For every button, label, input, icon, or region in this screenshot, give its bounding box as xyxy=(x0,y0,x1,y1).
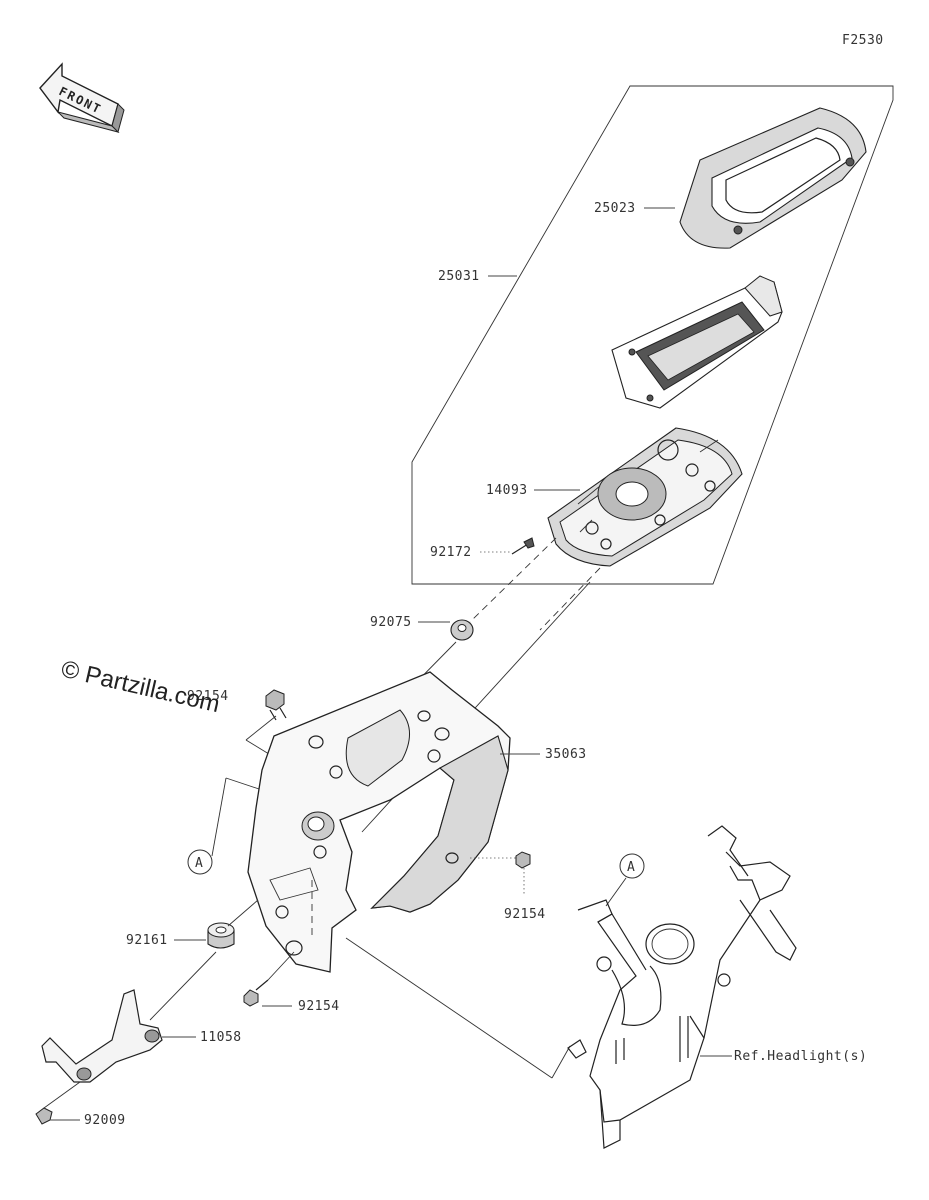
label-35063: 35063 xyxy=(545,747,587,762)
screw-92009 xyxy=(35,1107,53,1125)
label-14093: 14093 xyxy=(486,483,528,498)
bracket-11058 xyxy=(41,989,163,1083)
label-25031: 25031 xyxy=(438,269,480,284)
diagram-code: F2530 xyxy=(842,33,884,48)
label-92154-right: 92154 xyxy=(504,907,546,922)
label-25023: 25023 xyxy=(594,201,636,216)
label-92154-lower: 92154 xyxy=(298,999,340,1014)
label-92154-top: 92154 xyxy=(187,689,229,704)
label-92172: 92172 xyxy=(430,545,472,560)
bolt-92154-right xyxy=(515,851,531,869)
watermark: © Partzilla.com xyxy=(59,656,223,719)
damper-92161 xyxy=(207,922,235,949)
label-92075: 92075 xyxy=(370,615,412,630)
ref-marker-a-left: A xyxy=(187,849,213,875)
bracket-35063 xyxy=(247,671,511,973)
bolt-92154-top xyxy=(265,689,287,721)
svg-text:A: A xyxy=(195,856,203,871)
meter-cover-25023 xyxy=(679,107,867,249)
headlight-frame xyxy=(567,825,797,1149)
label-92161: 92161 xyxy=(126,933,168,948)
screw-92172 xyxy=(511,537,535,555)
meter-case-14093 xyxy=(547,427,743,567)
label-92009: 92009 xyxy=(84,1113,126,1128)
assembly-outline-25031 xyxy=(411,85,894,585)
label-ref-headlight: Ref.Headlight(s) xyxy=(734,1049,867,1064)
meter-display-board xyxy=(611,275,783,409)
label-11058: 11058 xyxy=(200,1030,242,1045)
bolt-92154-lower xyxy=(243,979,269,1007)
front-arrow-icon: FRONT xyxy=(39,62,125,133)
grommet-92075 xyxy=(450,619,474,641)
svg-text:A: A xyxy=(627,860,635,875)
ref-marker-a-right: A xyxy=(619,853,645,879)
